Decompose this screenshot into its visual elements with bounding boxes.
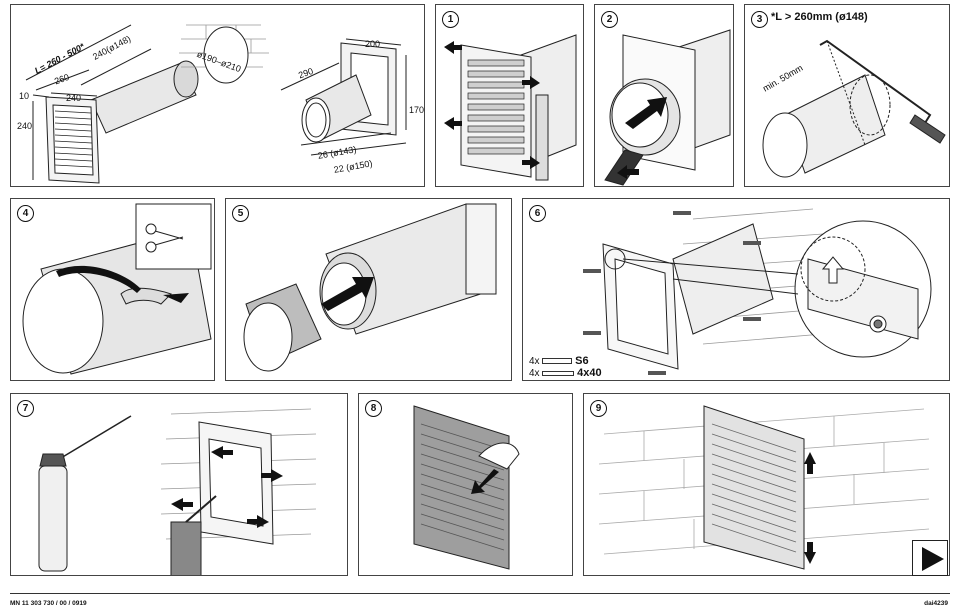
- dim-240-height: 240: [17, 121, 33, 131]
- step-2-drawing: [604, 29, 731, 186]
- legend-s6-qty: 4x: [529, 356, 540, 367]
- step-number: 7: [17, 400, 34, 417]
- step-7-panel: 7: [10, 393, 348, 576]
- step-3-panel: 3 *L > 260mm (ø148) min. 50mm: [744, 4, 950, 187]
- step-1-panel: 1: [435, 4, 584, 187]
- step-number: 5: [232, 205, 249, 222]
- step-number: 4: [17, 205, 34, 222]
- legend-screw-qty: 4x: [529, 368, 540, 379]
- step-7-drawing: [38, 408, 317, 575]
- step-number: 8: [365, 400, 382, 417]
- step-4-panel: 4: [10, 198, 215, 381]
- step-number: 3: [751, 11, 768, 28]
- step-number: 9: [590, 400, 607, 417]
- step-number: 1: [442, 11, 459, 28]
- legend-s6-label: S6: [575, 355, 589, 367]
- step-5-panel: 5: [225, 198, 512, 381]
- dowel-icon: [542, 358, 573, 365]
- step-number: 2: [601, 11, 618, 28]
- step-3-note: *L > 260mm (ø148): [771, 11, 868, 23]
- step-4-drawing: [22, 203, 212, 375]
- legend-screw: 4x 4x40: [529, 367, 602, 379]
- step-9-drawing: [598, 405, 930, 570]
- step-9-panel: 9: [583, 393, 950, 576]
- legend-screw-label: 4x40: [577, 367, 602, 379]
- legend-s6: 4x S6: [529, 355, 589, 367]
- step-2-panel: 2: [594, 4, 734, 187]
- doc-code: dai4239: [924, 600, 948, 607]
- step-8-panel: 8: [358, 393, 573, 576]
- dim-10: 10: [19, 91, 30, 101]
- overview-drawing: [25, 24, 407, 184]
- play-triangle-icon: [922, 547, 944, 571]
- doc-number: MN 11 303 730 / 00 / 0919: [10, 600, 87, 607]
- dim-200: 200: [365, 39, 381, 49]
- step-5-drawing: [243, 203, 497, 372]
- page-rule: [10, 593, 950, 594]
- step-6-panel: 6 4x S6 4x 4x40: [522, 198, 950, 381]
- dim-240-width: 240: [66, 93, 82, 103]
- step-8-drawing: [413, 405, 520, 570]
- next-page-button[interactable]: [912, 540, 948, 576]
- dim-170: 170: [409, 105, 425, 115]
- step-6-drawing: [583, 208, 932, 375]
- screw-icon: [542, 370, 575, 376]
- step-number: 6: [529, 205, 546, 222]
- step-3-drawing: [762, 39, 946, 178]
- overview-panel: L= 260 - 500* 240(ø148) 260 10 240 240 ø…: [10, 4, 425, 187]
- step-1-drawing: [444, 34, 577, 181]
